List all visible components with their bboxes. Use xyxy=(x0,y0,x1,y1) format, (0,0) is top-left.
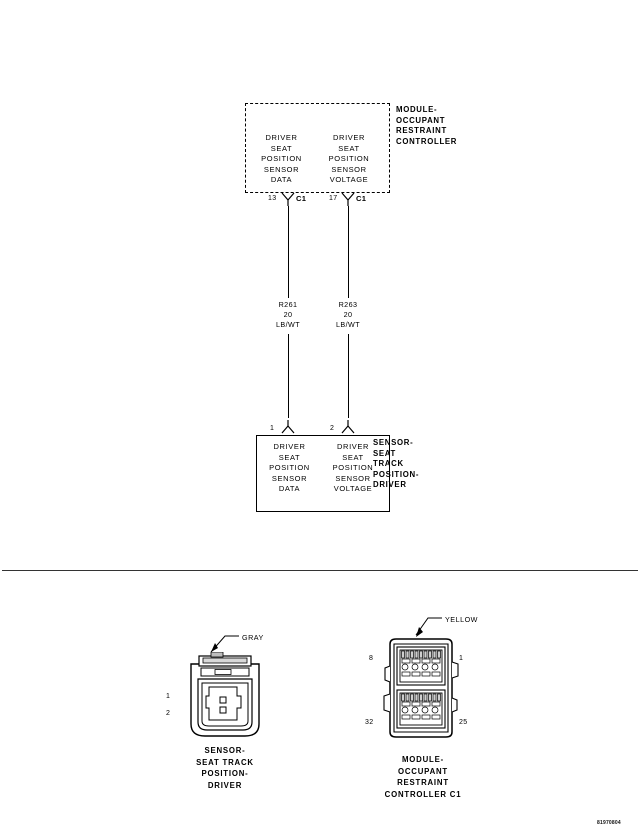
wire-r263-circuit: R263 xyxy=(338,300,358,309)
module-terminal-1-label: DRIVER SEAT POSITION SENSOR DATA xyxy=(261,133,302,184)
wire-r261-gauge: 20 xyxy=(283,310,293,319)
wire-r261-upper-segment xyxy=(287,206,289,298)
wire-r261-circuit: R261 xyxy=(278,300,298,309)
module-pin-13-terminal-icon xyxy=(281,192,295,206)
module-connector-pin-label-32: 32 xyxy=(365,719,374,726)
sensor-name-label: SENSOR- SEAT TRACK POSITION- DRIVER xyxy=(373,438,420,489)
wire-r263-upper-segment xyxy=(347,206,349,298)
sensor-terminal-2-label: DRIVER SEAT POSITION SENSOR VOLTAGE xyxy=(332,442,374,493)
module-pin-17-terminal-icon xyxy=(341,192,355,206)
sensor-pin-1-terminal-icon xyxy=(281,420,295,434)
sensor-pin-2-terminal-icon xyxy=(341,420,355,434)
module-connector-pin-label-8: 8 xyxy=(369,655,374,662)
wire-r261-color: LB/WT xyxy=(276,320,300,329)
wire-r263-gauge: 20 xyxy=(343,310,353,319)
wire-r261-lower-segment xyxy=(287,334,289,418)
sensor-connector-callout-leader xyxy=(210,635,239,653)
sensor-connector-pin-label-2: 2 xyxy=(166,710,171,717)
module-connector-pin-label-1: 1 xyxy=(459,655,464,662)
wire-r263-lower-segment xyxy=(347,334,349,418)
sensor-connector-name-label: SENSOR- SEAT TRACK POSITION- DRIVER xyxy=(196,746,254,790)
module-box xyxy=(245,103,390,193)
sensor-terminal-1-label: DRIVER SEAT POSITION SENSOR DATA xyxy=(269,442,310,493)
module-terminal-2-label: DRIVER SEAT POSITION SENSOR VOLTAGE xyxy=(328,133,370,184)
module-pin-17-connector-label: C1 xyxy=(356,194,367,203)
module-connector-name-label: MODULE- OCCUPANT RESTRAINT CONTROLLER C1 xyxy=(384,755,462,799)
module-connector-body-icon xyxy=(383,638,459,738)
module-pin-17-number: 17 xyxy=(329,195,338,202)
sensor-pin-1-number: 1 xyxy=(270,425,275,432)
module-connector-pin-label-25: 25 xyxy=(459,719,468,726)
wire-r263-color: LB/WT xyxy=(336,320,360,329)
module-connector-callout-leader xyxy=(415,617,442,637)
section-divider xyxy=(2,570,638,571)
module-name-label: MODULE- OCCUPANT RESTRAINT CONTROLLER xyxy=(396,105,458,146)
module-pin-13-number: 13 xyxy=(268,195,277,202)
diagram-part-number: 81970804 xyxy=(597,820,621,826)
sensor-pin-2-number: 2 xyxy=(330,425,335,432)
sensor-box xyxy=(256,435,390,512)
sensor-connector-color-label: GRAY xyxy=(242,633,264,642)
sensor-connector-pin-label-1: 1 xyxy=(166,693,171,700)
module-pin-13-connector-label: C1 xyxy=(296,194,307,203)
module-connector-color-label: YELLOW xyxy=(445,615,478,624)
sensor-connector-body-icon xyxy=(190,652,260,737)
